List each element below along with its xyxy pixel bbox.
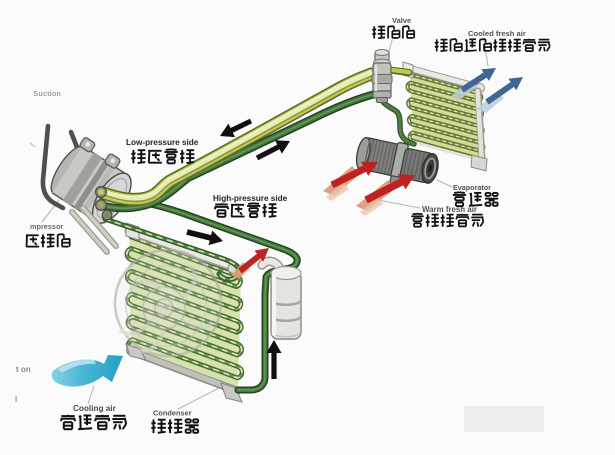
svg-text:mpressor: mpressor — [30, 222, 63, 231]
svg-text:Warm fresh air: Warm fresh air — [422, 205, 477, 214]
svg-text:t on: t on — [16, 365, 31, 374]
svg-text:Condenser: Condenser — [153, 409, 192, 418]
svg-text:Cooling air: Cooling air — [73, 404, 117, 413]
svg-text:Valve: Valve — [392, 16, 411, 25]
svg-text:Suction: Suction — [33, 89, 61, 98]
svg-text:Cooled fresh air: Cooled fresh air — [468, 29, 526, 38]
svg-text:I: I — [15, 395, 17, 404]
svg-text:Low-pressure side: Low-pressure side — [126, 138, 199, 147]
svg-text:High-pressure side: High-pressure side — [213, 194, 288, 203]
svg-text:Evaporator: Evaporator — [453, 183, 491, 192]
